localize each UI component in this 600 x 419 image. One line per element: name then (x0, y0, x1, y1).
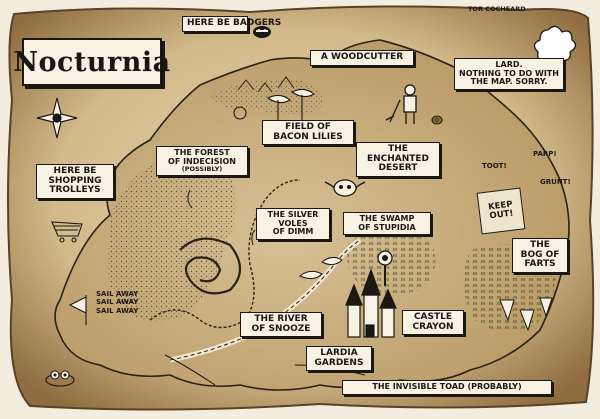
label-lardia-gardens: Lardia Gardens (306, 346, 372, 372)
silver-vole-icon (299, 256, 343, 280)
bog-line-3: Farts (524, 259, 556, 270)
castle-line-2: Crayon (412, 321, 454, 332)
desert-line-1: The (388, 144, 408, 154)
label-a-woodcutter: A woodcutter (310, 50, 414, 66)
bog-line-1: The (530, 240, 550, 250)
eye-post-icon (377, 250, 393, 286)
label-river-of-snooze: The River of Snooze (240, 312, 322, 338)
label-here-be-badgers: Here be badgers (182, 16, 281, 32)
bacon-line-2: Bacon Lilies (273, 131, 343, 142)
toad-icon (45, 370, 75, 387)
label-silver-voles-of-dimm: The Silver Voles of Dimm (256, 208, 330, 240)
forest-maze-path (179, 237, 242, 295)
map-signature: Tor Cocheard (468, 5, 526, 13)
label-enchanted-desert: The Enchanted Desert (356, 142, 440, 178)
label-invisible-toad: The Invisible Toad (Probably) (342, 380, 552, 395)
sail-line-2: Sail away (96, 298, 139, 307)
snooze-line-2: of Snooze (251, 323, 311, 334)
badger-icon (253, 26, 271, 38)
shopping-trolley-icon (51, 221, 83, 243)
lard-line-2: Nothing to do with (459, 68, 559, 78)
snooze-line-1: The River (254, 314, 308, 324)
trolleys-line-1: Here be (53, 166, 97, 176)
swamp-line-2: of Stupidia (358, 222, 416, 232)
castle-crayon-icon (345, 268, 397, 338)
bacon-lily-icon (233, 88, 315, 122)
lard-line-1: Lard. (495, 60, 523, 69)
label-castle-crayon: Castle Crayon (402, 310, 464, 336)
map-title: Nocturnia (13, 38, 170, 86)
forest-line-1: The Forest (174, 148, 230, 157)
label-here-be-shopping-trolleys: Here be Shopping Trolleys (36, 164, 114, 200)
forest-line-3: (Possibly) (181, 165, 223, 174)
silver-line-3: of Dimm (272, 227, 314, 237)
trolleys-line-3: Trolleys (49, 185, 101, 196)
forest-trail (149, 179, 301, 329)
label-field-of-bacon-lilies: Field of Bacon Lilies (262, 120, 354, 146)
forest-of-indecision (107, 154, 237, 322)
log-stump-icon (431, 115, 443, 125)
silver-line-1: The Silver (267, 210, 319, 219)
label-forest-of-indecision: The Forest of Indecision (Possibly) (156, 146, 248, 177)
sailboat-icon (68, 295, 87, 325)
grunt-text: Grunt! (540, 178, 571, 186)
river-outline (169, 239, 361, 361)
forest-line-2: of Indecision (168, 156, 236, 166)
woodland-north (210, 79, 323, 115)
swamp-line-1: The Swamp (359, 214, 415, 223)
silver-line-2: Voles (278, 218, 308, 228)
keep-out-sign: Keep Out! (476, 187, 526, 235)
woodcutter-figure (385, 84, 417, 124)
castle-line-1: Castle (413, 312, 453, 322)
skull-icon (324, 179, 366, 197)
label-bog-of-farts: The Bog of Farts (512, 238, 568, 274)
sail-line-1: Sail away (96, 290, 139, 298)
label-swamp-of-stupidia: The Swamp of Stupidia (343, 212, 431, 236)
sail-away-text: Sail away Sail away Sail away (96, 290, 138, 315)
desert-line-3: Desert (378, 163, 418, 174)
lardia-line-1: Lardia (320, 348, 358, 358)
bog-line-2: Bog of (520, 249, 560, 260)
compass-rose-icon (36, 97, 78, 139)
bog-plants-icon (499, 297, 553, 332)
sail-line-3: Sail away (96, 306, 139, 315)
lardia-line-2: Gardens (314, 357, 364, 368)
trolleys-line-2: Shopping (48, 175, 102, 186)
desert-line-2: Enchanted (366, 153, 430, 164)
bacon-line-1: Field of (285, 122, 331, 132)
parp-text: Parp! (533, 150, 557, 158)
label-lard: Lard. Nothing to do with the map. Sorry. (454, 58, 564, 90)
lard-line-3: the map. Sorry. (470, 77, 548, 87)
toot-text: Toot! (482, 162, 507, 170)
